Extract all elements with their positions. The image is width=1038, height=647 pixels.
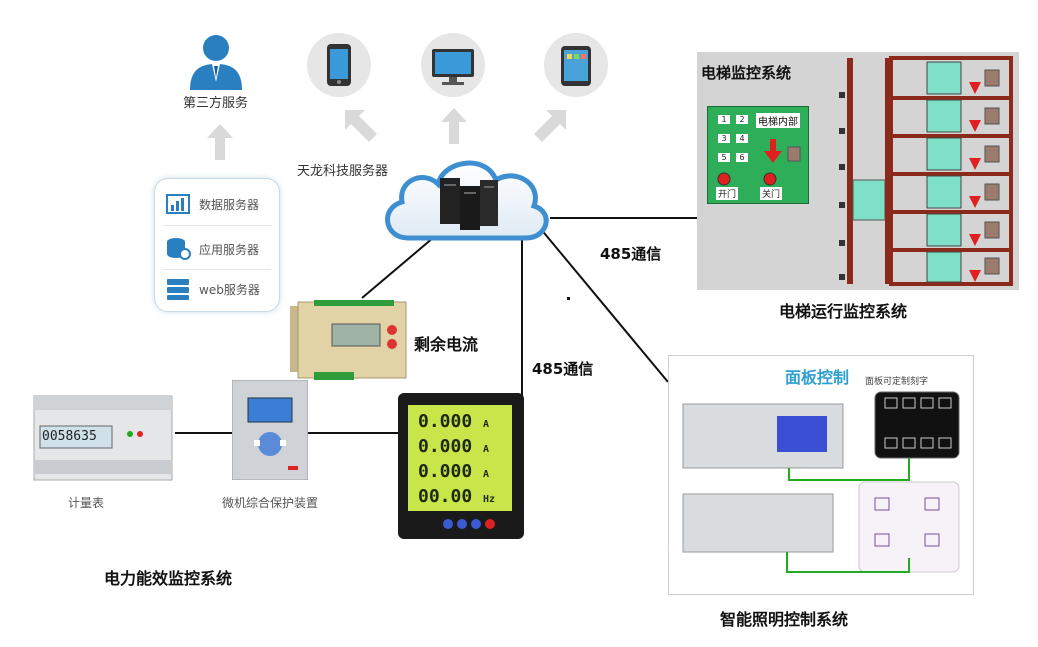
meter-label: 计量表 xyxy=(68,496,105,510)
power-meter-device: 0.000 A 0.000 A 0.000 A 00.00 Hz xyxy=(398,393,524,539)
server-list-panel: 数据服务器 应用服务器 web服务器 xyxy=(154,178,280,312)
floor-button[interactable]: 2 xyxy=(736,115,748,124)
third-party-user xyxy=(186,32,246,96)
floor-button[interactable]: 6 xyxy=(736,153,748,162)
app-server-row: 应用服务器 xyxy=(165,237,259,261)
residual-current-label: 剩余电流 xyxy=(414,335,479,354)
phone-icon xyxy=(307,33,371,97)
elevator-shaft-diagram xyxy=(839,56,1013,286)
floor-button[interactable]: 4 xyxy=(736,134,748,143)
chart-icon xyxy=(166,194,190,214)
floor-buttons: 1 2 3 4 5 6 xyxy=(718,115,748,162)
monitor-circle xyxy=(420,32,486,102)
tablet-circle xyxy=(543,32,609,102)
data-server-row: 数据服务器 xyxy=(165,193,259,215)
line-cloud-lighting xyxy=(539,227,669,383)
floor-button[interactable]: 5 xyxy=(718,153,730,162)
app-server-label: 应用服务器 xyxy=(199,242,260,257)
elevator-inner-label: 电梯内部 xyxy=(756,113,800,128)
line-cloud-residual xyxy=(361,231,441,299)
web-server-row: web服务器 xyxy=(165,277,260,301)
user-icon xyxy=(190,35,242,90)
residual-current-device xyxy=(290,300,408,384)
power-system-label: 电力能效监控系统 xyxy=(104,569,233,588)
arrow-up-right-icon xyxy=(534,110,566,142)
comm-485-label-b: 485通信 xyxy=(532,360,594,378)
arrow-up-icon xyxy=(441,108,467,144)
tablet-icon xyxy=(544,33,608,97)
micro-protect-label: 微机综合保护装置 xyxy=(222,496,319,510)
meter-display: 0058635 xyxy=(42,429,97,444)
elevator-monitor-panel: 电梯监控系统 电梯内部 1 2 3 4 5 6 开门 关门 xyxy=(697,52,1019,290)
panel-control-title: 面板控制 xyxy=(785,368,850,387)
close-door-button[interactable]: 关门 xyxy=(760,187,783,200)
cloud-icon xyxy=(385,160,549,241)
database-icon xyxy=(167,279,189,300)
arrow-up-icon xyxy=(207,124,233,160)
power-meter-readings: 0.000 A 0.000 A 0.000 A 00.00 Hz xyxy=(418,411,496,507)
elevator-monitor-title: 电梯监控系统 xyxy=(701,64,792,82)
floor-button[interactable]: 3 xyxy=(718,134,730,143)
monitor-icon xyxy=(421,33,485,97)
server-icon xyxy=(440,178,498,230)
floor-button[interactable]: 1 xyxy=(718,115,730,124)
panel-custom-label: 面板可定制刻字 xyxy=(865,377,929,387)
micro-protection-device xyxy=(231,379,309,481)
phone-circle xyxy=(306,32,372,102)
elevator-run-system-label: 电梯运行监控系统 xyxy=(779,302,908,321)
web-server-label: web服务器 xyxy=(199,282,260,297)
open-door-button[interactable]: 开门 xyxy=(716,187,739,200)
energy-meter-device: 0058635 xyxy=(30,390,176,486)
third-party-label: 第三方服务 xyxy=(183,96,249,111)
arrow-up-left-icon xyxy=(345,110,377,142)
arrow-down-icon xyxy=(764,139,801,163)
tianlong-server-label: 天龙科技服务器 xyxy=(297,164,389,179)
lighting-system-label: 智能照明控制系统 xyxy=(720,610,849,629)
elevator-inner-panel: 电梯内部 1 2 3 4 5 6 开门 关门 xyxy=(707,106,809,204)
database-gear-icon xyxy=(167,238,191,260)
data-server-label: 数据服务器 xyxy=(199,197,260,212)
comm-485-label-a: 485通信 xyxy=(600,245,662,263)
lighting-control-panel: 面板控制 面板可定制刻字 xyxy=(668,355,974,595)
